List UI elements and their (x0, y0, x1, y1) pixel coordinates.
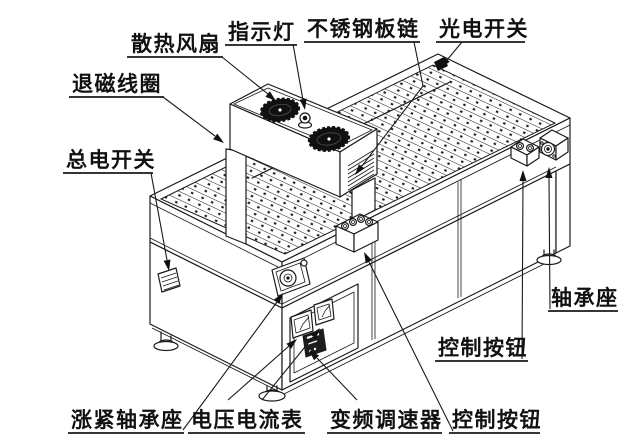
label-tensioning-bearing-seat: 涨紧轴承座 (71, 408, 184, 432)
indicator-light-icon (297, 112, 313, 129)
label-photoelectric-switch: 光电开关 (438, 17, 529, 41)
demagnetizing-coil-housing (225, 83, 378, 245)
label-main-power-switch: 总电开关 (66, 148, 156, 172)
tension-bearing-unit (271, 257, 311, 297)
main-power-switch-unit (157, 267, 181, 293)
label-control-buttons-right: 控制按钮 (438, 336, 528, 360)
leveling-foot-right (536, 249, 562, 266)
cabinet-right-face (555, 163, 571, 254)
control-button-box-front (335, 213, 379, 253)
ammeter (313, 298, 335, 326)
bridge-right-leg (351, 177, 376, 223)
voltmeter (290, 309, 314, 339)
label-voltage-current-meter: 电压电流表 (191, 408, 304, 432)
label-demagnetizing-coil: 退磁线圈 (72, 72, 162, 96)
control-button-box-right (510, 138, 540, 167)
label-bearing-seat: 轴承座 (551, 286, 619, 310)
label-frequency-speed-controller: 变频调速器 (330, 408, 443, 432)
leveling-foot-rear-left (153, 331, 179, 352)
bridge-left-leg (225, 148, 247, 245)
callout-labels: 散热风扇 指示灯 不锈钢板链 光电开关 退磁线圈 总电开关 涨紧轴承座 电压电流… (63, 17, 619, 434)
bridge-right-end-face (339, 128, 378, 198)
vent-grille (347, 149, 375, 191)
label-indicator-light: 指示灯 (228, 21, 296, 44)
front-panel-door (289, 283, 359, 383)
label-cooling-fan: 散热风扇 (131, 32, 221, 56)
label-control-buttons-front: 控制按钮 (452, 408, 542, 432)
bearing-seat-unit (539, 129, 569, 161)
cooling-fan-right-icon (307, 126, 351, 152)
label-stainless-steel-plate-chain: 不锈钢板链 (307, 17, 420, 41)
leader-lines (150, 41, 553, 432)
cooling-fan-left-icon (259, 97, 301, 123)
